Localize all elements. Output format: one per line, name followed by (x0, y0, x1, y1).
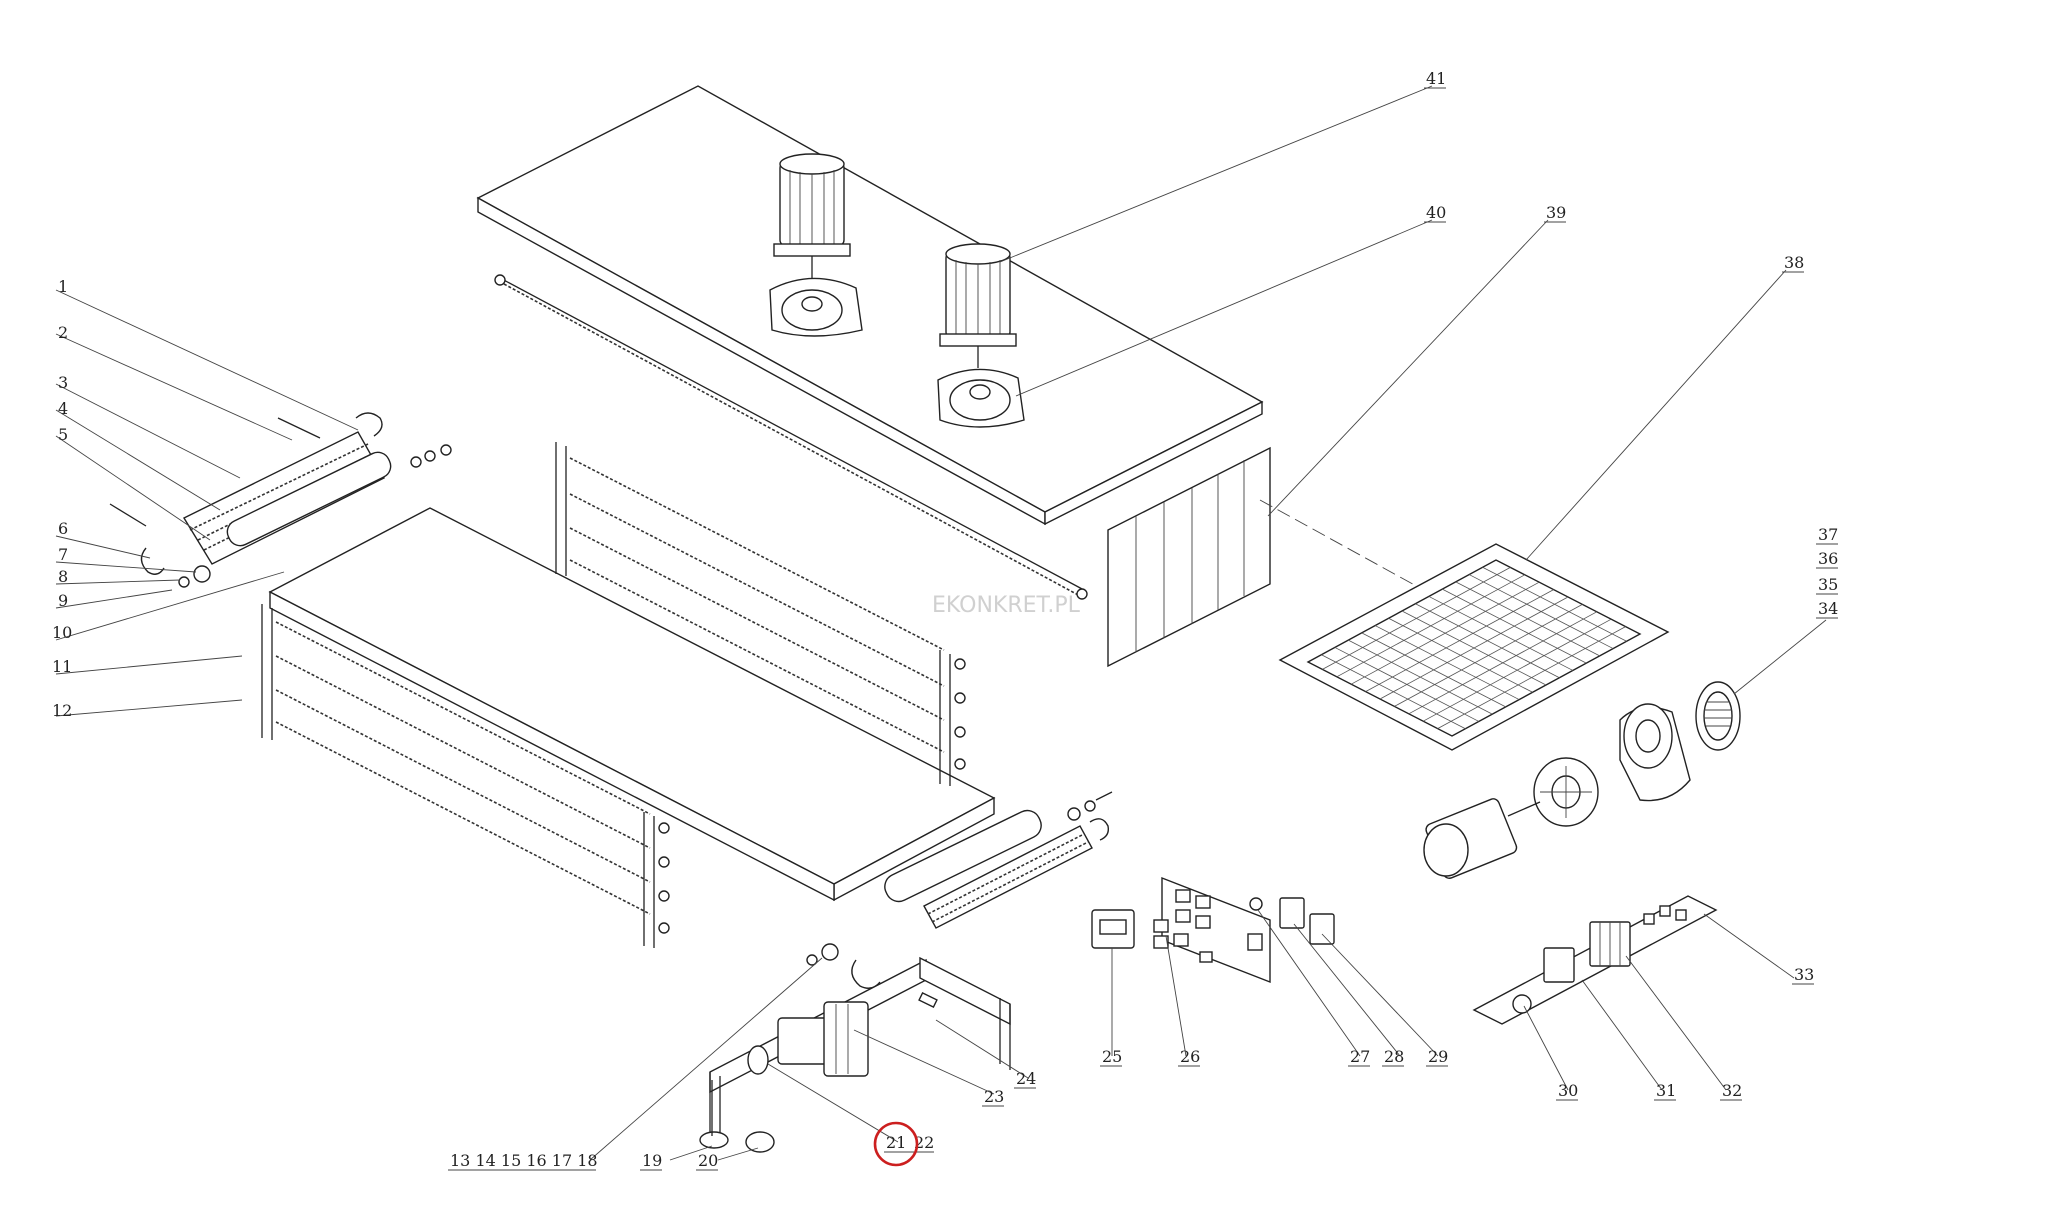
label-24: 24 (1016, 1069, 1036, 1088)
mesh-filter (1278, 543, 1670, 751)
label-19: 19 (642, 1151, 662, 1170)
label-underlines (448, 87, 1838, 1171)
fan-assembly (1423, 681, 1741, 879)
watermark-text: EKONKRET.PL (932, 593, 1081, 618)
label-9: 9 (58, 591, 68, 610)
label-29: 29 (1428, 1047, 1448, 1066)
label-31: 31 (1656, 1081, 1676, 1100)
mesh-line (1351, 581, 1540, 685)
label-6: 6 (58, 519, 68, 538)
label-20: 20 (698, 1151, 718, 1170)
highlight-circle (873, 1121, 919, 1167)
label-34: 34 (1818, 599, 1838, 618)
label-32: 32 (1722, 1081, 1742, 1100)
label-41: 41 (1426, 69, 1446, 88)
label-3: 3 (58, 373, 68, 392)
curtain-panel (1107, 446, 1501, 668)
mesh-line (1408, 611, 1597, 715)
label-37: 37 (1818, 525, 1838, 544)
front-roller-assembly (109, 412, 452, 588)
label-27: 27 (1350, 1047, 1370, 1066)
label-10: 10 (52, 623, 72, 642)
label-11: 11 (52, 657, 72, 676)
label-25: 25 (1102, 1047, 1122, 1066)
rear-roller-assembly (806, 791, 1113, 989)
label-5: 5 (58, 425, 68, 444)
label-1: 1 (58, 277, 68, 296)
label-7: 7 (58, 545, 68, 564)
upper-rod-rack (555, 442, 966, 786)
label-28: 28 (1384, 1047, 1404, 1066)
label-33: 33 (1794, 965, 1814, 984)
label-22: 22 (914, 1133, 934, 1152)
label-40: 40 (1426, 203, 1446, 222)
label-38: 38 (1784, 253, 1804, 272)
control-panel (1091, 876, 1335, 984)
top-motor-1 (769, 153, 863, 337)
mesh-line (1336, 574, 1525, 678)
mesh-line (1437, 626, 1626, 729)
label-4: 4 (58, 399, 68, 418)
drive-frame (699, 956, 1011, 1153)
mesh-line (1394, 604, 1583, 707)
label-12: 12 (52, 701, 72, 720)
label-13-18: 13 14 15 16 17 18 (450, 1151, 598, 1170)
mesh-line (1365, 589, 1554, 692)
label-8: 8 (58, 567, 68, 586)
top-motor-2 (937, 243, 1025, 428)
circuit-board (1472, 895, 1718, 1025)
label-2: 2 (58, 323, 68, 342)
leader-lines (55, 85, 1827, 1161)
upper-heating-rod (494, 274, 1088, 600)
mesh-line (1423, 618, 1612, 722)
label-21: 21 (886, 1133, 906, 1152)
lower-table (268, 507, 996, 902)
label-30: 30 (1558, 1081, 1578, 1100)
callout-labels: 41 40 39 38 37 36 35 34 33 32 31 30 29 2… (52, 69, 1838, 1170)
label-26: 26 (1180, 1047, 1200, 1066)
top-panel (476, 85, 1264, 526)
mesh-line (1379, 596, 1569, 700)
mesh-line (1322, 567, 1511, 670)
label-36: 36 (1818, 549, 1838, 568)
label-39: 39 (1546, 203, 1566, 222)
left-rod-rack (261, 604, 670, 948)
label-35: 35 (1818, 575, 1838, 594)
label-23: 23 (984, 1087, 1004, 1106)
